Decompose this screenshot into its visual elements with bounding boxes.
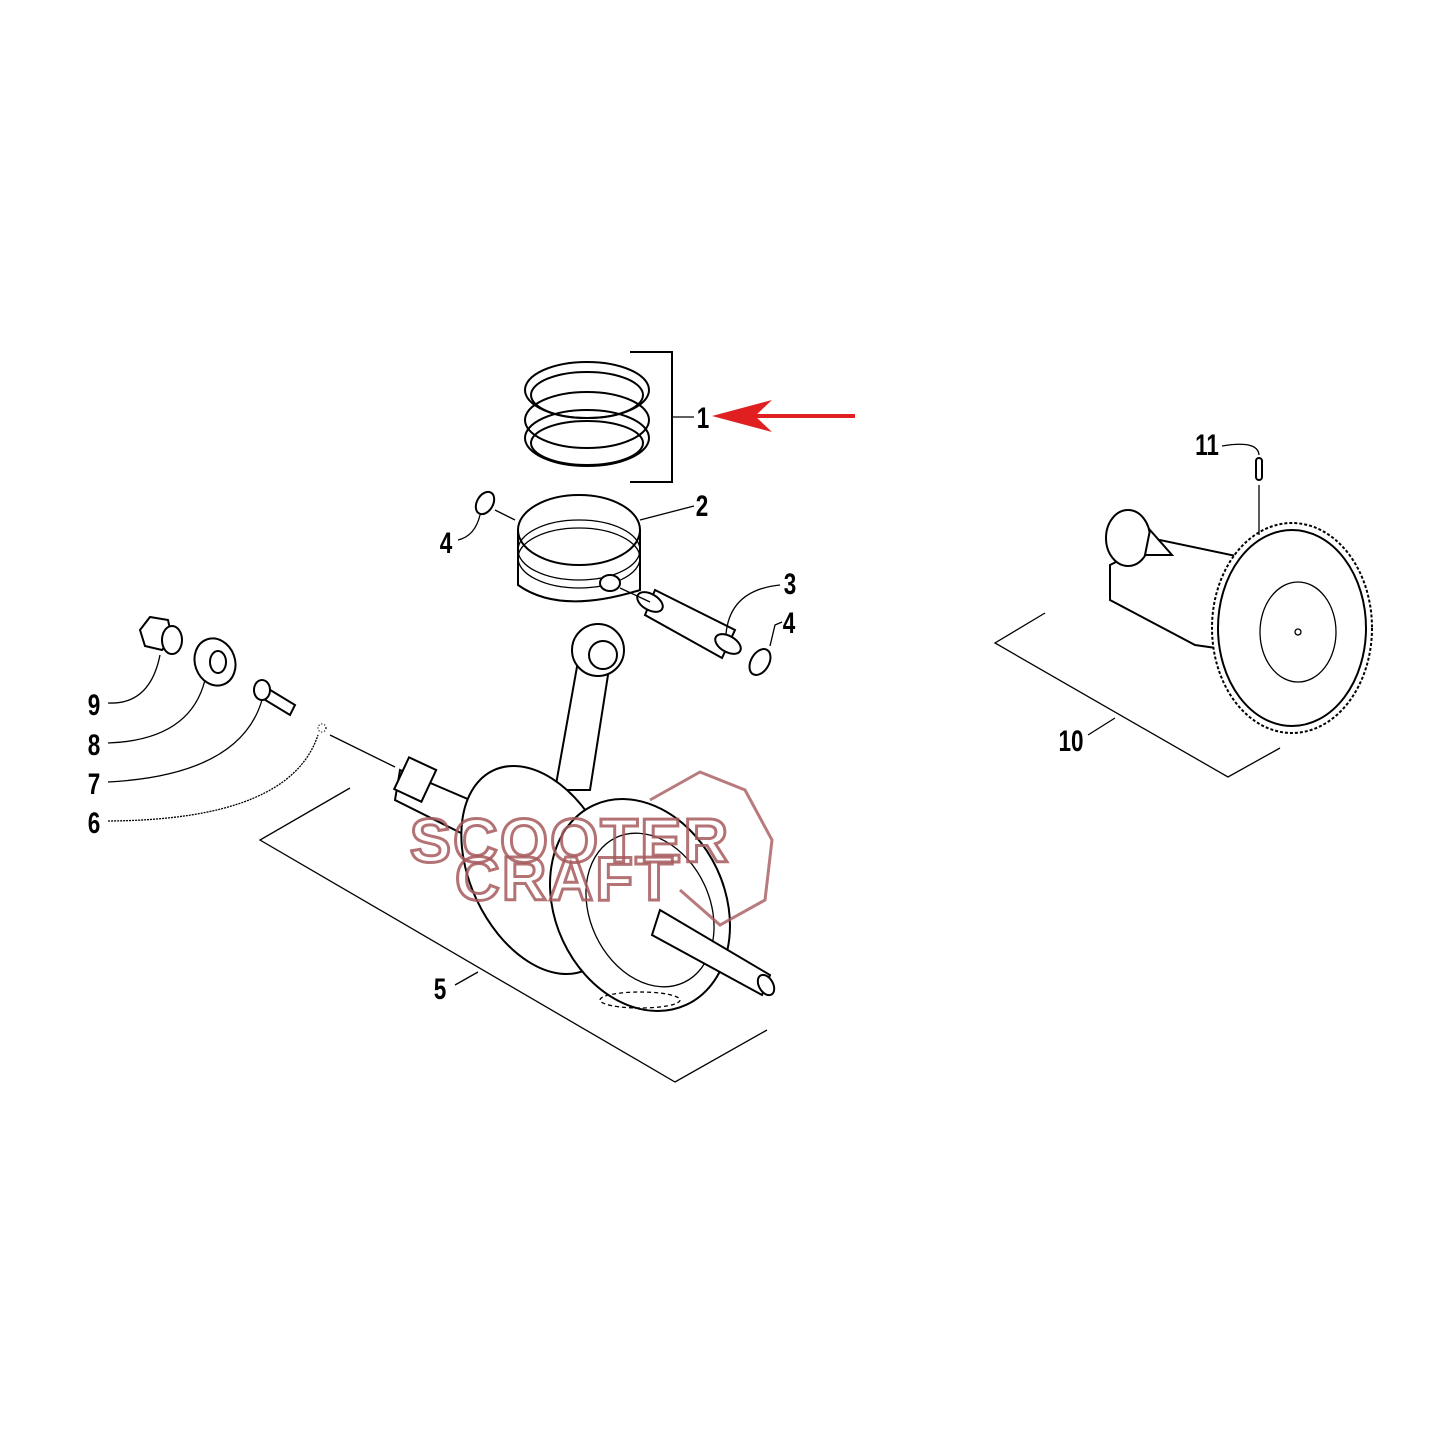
leader-line <box>769 621 783 647</box>
circlip <box>748 648 772 676</box>
callout-4-right: 4 <box>783 606 796 640</box>
piston-rings <box>524 361 650 467</box>
balancer-bracket <box>993 612 1281 778</box>
piston <box>517 494 641 603</box>
callout-9: 9 <box>88 688 101 722</box>
callout-8: 8 <box>88 728 101 762</box>
callout-7: 7 <box>88 767 101 801</box>
piston-pin <box>636 588 742 660</box>
callout-10: 10 <box>1058 724 1083 758</box>
watermark-text-line1: SCOOTER <box>410 807 731 876</box>
leader-line <box>639 505 695 521</box>
leader-line <box>725 584 781 635</box>
callout-5: 5 <box>434 972 447 1006</box>
leader-line <box>107 699 263 783</box>
callout-3: 3 <box>784 567 797 601</box>
callout-6: 6 <box>88 806 101 840</box>
dowel-pin <box>1255 457 1263 481</box>
callout-1: 1 <box>697 401 710 435</box>
leader-line <box>1221 443 1260 456</box>
crankshaft-bracket <box>258 787 768 1083</box>
callout-11: 11 <box>1195 428 1219 462</box>
leader-line <box>457 514 481 541</box>
highlight-arrow <box>712 400 855 432</box>
leader-line <box>454 971 479 986</box>
leader-line <box>107 654 161 704</box>
callout-4-left: 4 <box>440 526 453 560</box>
balancer-shaft <box>1105 509 1373 734</box>
callout-2: 2 <box>696 489 709 523</box>
flange-nut <box>138 615 183 655</box>
watermark-logo: SCOOTER CRAFT <box>408 770 774 927</box>
leader-line <box>619 587 651 603</box>
watermark-text-line2: CRAFT <box>455 845 675 914</box>
leader-line <box>107 679 206 744</box>
key <box>317 723 327 733</box>
bolt <box>253 679 297 717</box>
leader-line <box>329 734 396 768</box>
leader-line <box>107 734 319 822</box>
connecting-rod <box>553 623 625 791</box>
leader-line <box>494 509 516 521</box>
crankshaft <box>392 756 776 1012</box>
circlip <box>474 490 496 516</box>
washer <box>193 637 237 687</box>
ring-set-bracket <box>630 351 673 483</box>
leader-line <box>1087 717 1116 736</box>
